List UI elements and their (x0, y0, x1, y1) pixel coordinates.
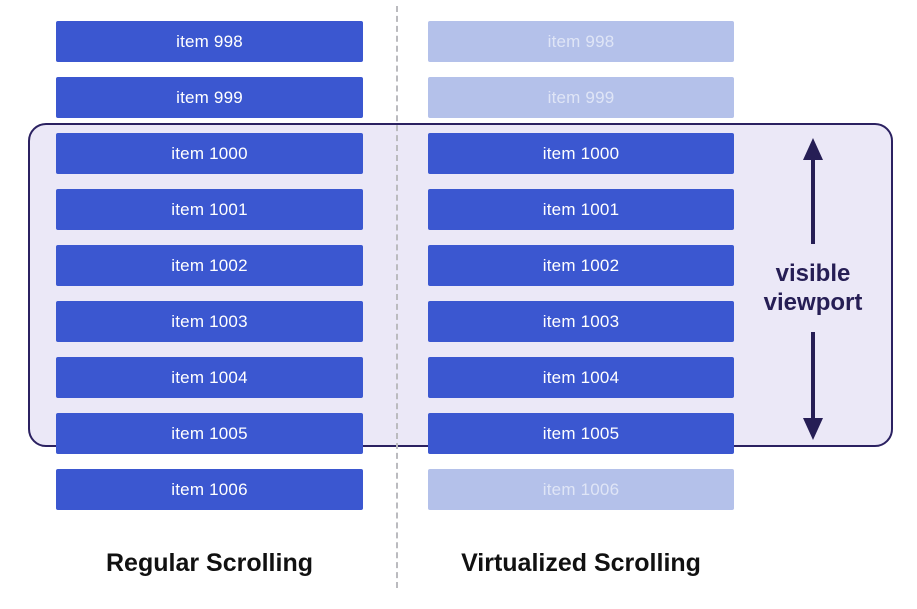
list-item: item 1004 (428, 357, 734, 398)
list-item: item 999 (56, 77, 363, 118)
list-item: item 1002 (56, 245, 363, 286)
list-item: item 1002 (428, 245, 734, 286)
list-item: item 999 (428, 77, 734, 118)
list-item: item 1005 (428, 413, 734, 454)
list-item: item 1006 (56, 469, 363, 510)
viewport-label-line1: visible (775, 260, 851, 287)
list-item: item 1000 (428, 133, 734, 174)
dashed-divider (396, 6, 398, 588)
list-item: item 998 (56, 21, 363, 62)
list-item: item 998 (428, 21, 734, 62)
list-item: item 1001 (56, 189, 363, 230)
list-item: item 1006 (428, 469, 734, 510)
list-item: item 1001 (428, 189, 734, 230)
viewport-annotation: visible viewport (758, 138, 868, 440)
arrow-up-icon (800, 138, 826, 244)
virtualized-scrolling-title: Virtualized Scrolling (461, 549, 701, 577)
list-item: item 1003 (56, 301, 363, 342)
list-item: item 1000 (56, 133, 363, 174)
regular-scrolling-column: item 998 item 999 item 1000 item 1001 it… (56, 21, 363, 510)
list-item: item 1003 (428, 301, 734, 342)
arrow-down-icon (800, 332, 826, 440)
viewport-label-line2: viewport (763, 289, 863, 316)
list-item: item 1004 (56, 357, 363, 398)
regular-scrolling-title: Regular Scrolling (106, 549, 313, 577)
virtualized-scrolling-column: item 998 item 999 item 1000 item 1001 it… (428, 21, 734, 510)
list-item: item 1005 (56, 413, 363, 454)
viewport-label: visible viewport (764, 259, 863, 317)
